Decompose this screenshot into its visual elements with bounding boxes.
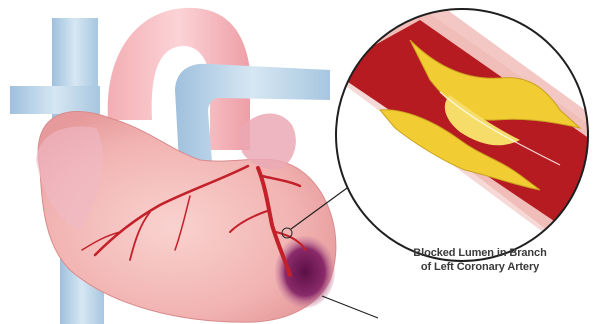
callout-label-line-1: Blocked Lumen in Branch [385, 247, 575, 260]
infarct-pointer-line [322, 296, 378, 318]
callout-label-line-2: of Left Coronary Artery [385, 261, 575, 274]
magnified-artery [300, 0, 595, 270]
